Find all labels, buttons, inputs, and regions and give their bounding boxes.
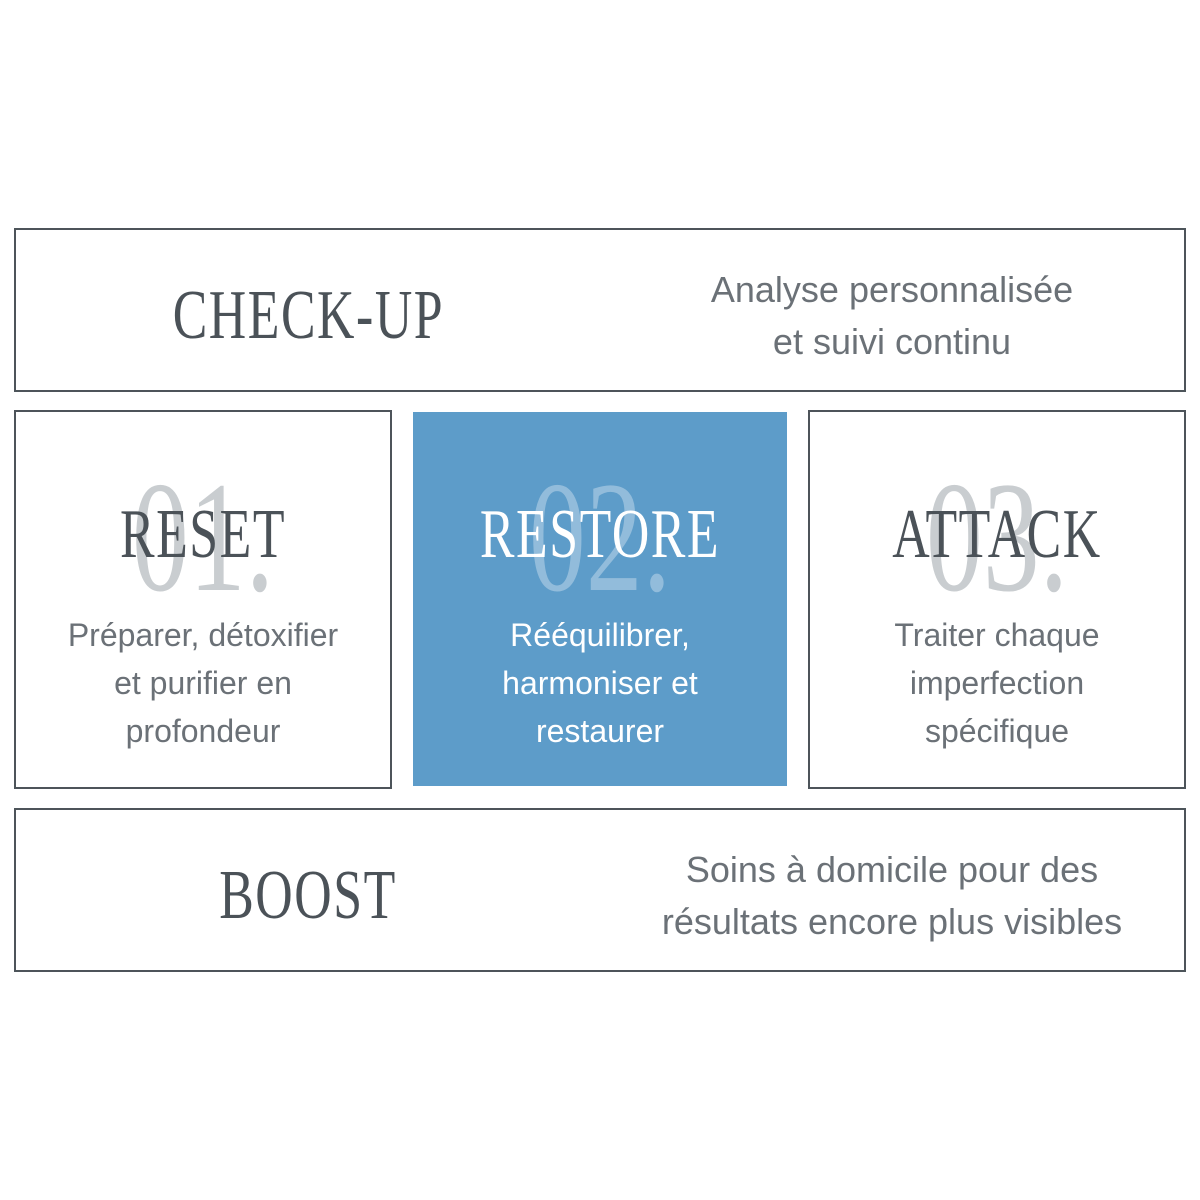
step-card-restore: 02. RESTORE Rééquilibrer, harmoniser et … [413, 412, 787, 786]
checkup-description: Analyse personnalisée et suivi continu [710, 269, 1074, 362]
checkup-title: CHECK-UP [172, 277, 444, 354]
attack-description: Traiter chaque imperfection spécifique [894, 617, 1100, 749]
boost-description-cell: Soins à domicile pour des résultats enco… [600, 810, 1184, 970]
boost-title: BOOST [219, 857, 397, 934]
boost-description: Soins à domicile pour des résultats enco… [661, 849, 1123, 942]
restore-step-number: 02. [528, 450, 672, 625]
reset-step-number: 01. [131, 450, 275, 625]
checkup-description-cell: Analyse personnalisée et suivi continu [600, 230, 1184, 390]
restore-description: Rééquilibrer, harmoniser et restaurer [502, 617, 698, 749]
checkup-title-cell: CHECK-UP [16, 230, 600, 390]
reset-description: Préparer, détoxifier et purifier en prof… [67, 617, 339, 749]
reset-title: RESET [119, 496, 287, 573]
attack-step-number: 03. [925, 450, 1069, 625]
step-card-attack: 03. ATTACK Traiter chaque imperfection s… [808, 410, 1186, 789]
steps-row: 01. RESET Préparer, détoxifier et purifi… [14, 410, 1186, 789]
boost-banner: BOOST Soins à domicile pour des résultat… [14, 808, 1186, 972]
boost-title-cell: BOOST [16, 810, 600, 970]
attack-title: ATTACK [892, 496, 1102, 573]
restore-title: RESTORE [479, 496, 721, 573]
step-card-reset: 01. RESET Préparer, détoxifier et purifi… [14, 410, 392, 789]
checkup-banner: CHECK-UP Analyse personnalisée et suivi … [14, 228, 1186, 392]
